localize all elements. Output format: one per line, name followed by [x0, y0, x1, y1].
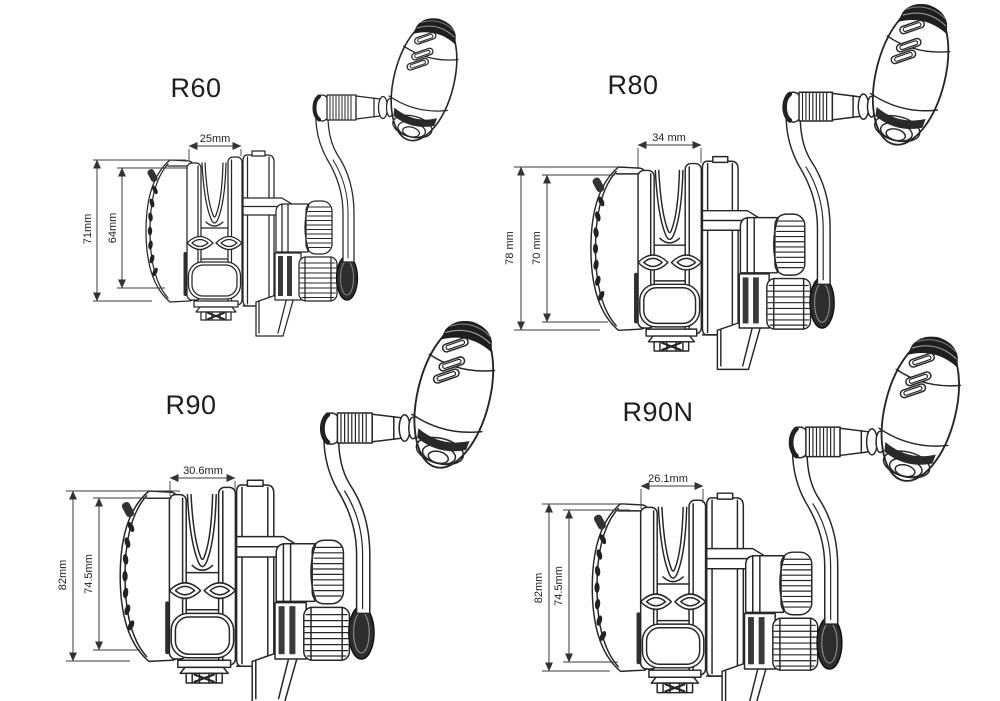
dimension-outer-height-r90n: 82mm	[533, 503, 625, 672]
diagram-r90n: R90N 26.1mm 82mm 74.5mm	[533, 329, 973, 701]
dimension-inner-height-r90n: 74.5mm	[553, 509, 630, 663]
dimension-width-r80: 34 mm	[637, 132, 702, 169]
dimension-outer-height-r90: 82mm	[57, 490, 180, 662]
dim-width-label-r90: 30.6mm	[183, 465, 223, 477]
dimension-inner-height-r90: 74.5mm	[83, 497, 172, 651]
dimension-width-r90: 30.6mm	[169, 465, 236, 496]
model-title-r80: R80	[607, 70, 658, 100]
dim-inner-height-label-r90n: 74.5mm	[553, 566, 565, 606]
dim-inner-height-label-r60: 64mm	[107, 213, 119, 244]
model-title-r90n: R90N	[622, 397, 693, 427]
dim-width-label-r60: 25mm	[200, 133, 231, 145]
dimension-inner-height-r80: 70 mm	[531, 174, 615, 323]
dimension-inner-height-r60: 64mm	[107, 167, 187, 289]
diagram-r80: R80 34 mm 78 mm 70 mm	[504, 0, 962, 369]
dimension-outer-height-r80: 78 mm	[504, 166, 620, 331]
dim-width-label-r90n: 26.1mm	[648, 473, 688, 485]
reel-illustration-r90n	[592, 329, 972, 701]
dim-inner-height-label-r90: 74.5mm	[83, 554, 95, 594]
dimension-outer-height-r60: 71mm	[82, 159, 186, 302]
dim-outer-height-label-r90n: 82mm	[533, 573, 545, 604]
model-title-r60: R60	[170, 73, 221, 103]
dim-inner-height-label-r80: 70 mm	[531, 231, 543, 265]
dimension-width-r60: 25mm	[188, 133, 242, 161]
model-title-r90: R90	[165, 390, 216, 420]
diagram-r60: R60 25mm 71mm 64mm	[82, 9, 471, 339]
dim-outer-height-label-r90: 82mm	[57, 560, 69, 591]
reel-illustration-r90	[120, 313, 507, 701]
dim-outer-height-label-r80: 78 mm	[504, 231, 516, 265]
reel-illustration-r60	[144, 9, 471, 339]
dimension-width-r90n: 26.1mm	[640, 473, 704, 509]
diagram-r90: R90 30.6mm 82mm 74.5mm	[57, 313, 507, 701]
reel-illustration-r80	[591, 0, 962, 369]
dim-outer-height-label-r60: 71mm	[82, 214, 94, 245]
dim-width-label-r80: 34 mm	[652, 132, 686, 144]
